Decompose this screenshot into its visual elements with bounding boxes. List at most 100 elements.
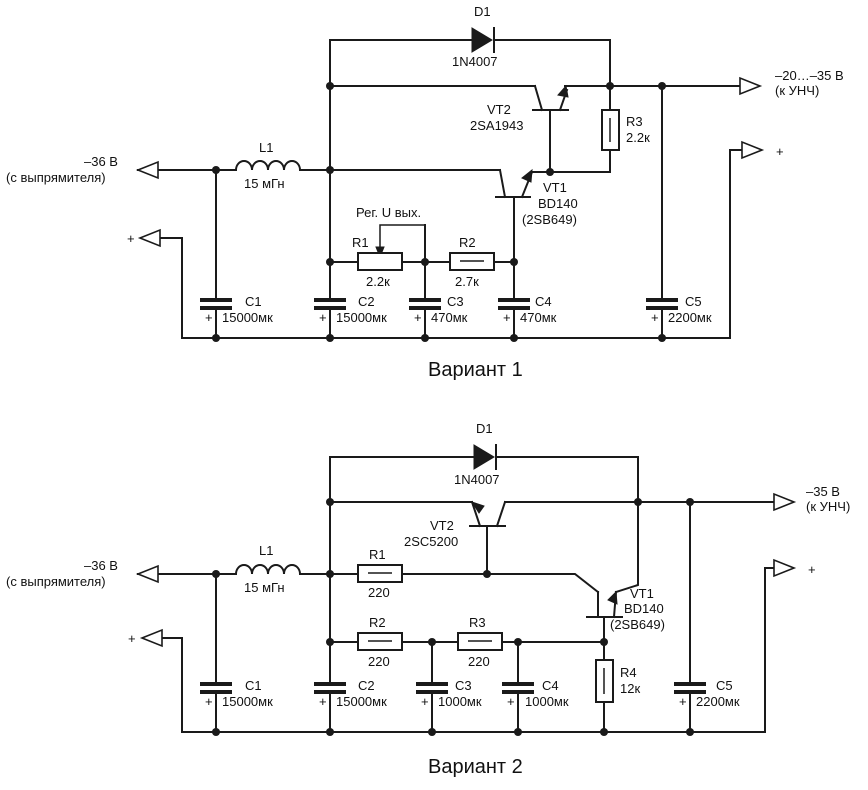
v1-c1-capacitor-icon	[200, 298, 232, 310]
v1-r3-ref: R3	[626, 114, 643, 129]
v2-c4-capacitor-icon	[502, 682, 534, 694]
v1-input-source: (с выпрямителя)	[6, 170, 106, 185]
v2-d1-diode-icon	[473, 444, 495, 470]
v1-c3-plus: +	[414, 310, 422, 325]
v1-d1-ref: D1	[474, 4, 491, 19]
v2-vt1-value: BD140	[624, 601, 664, 616]
v2-c5-plus: +	[679, 694, 687, 709]
v2-c1-value: 15000мк	[222, 694, 273, 709]
v1-c3-capacitor-icon	[409, 298, 441, 310]
v2-r1-value: 220	[368, 585, 390, 600]
v2-input-plus: +	[128, 631, 136, 646]
v1-c1-value: 15000мк	[222, 310, 273, 325]
v2-c1-plus: +	[205, 694, 213, 709]
v2-d1-ref: D1	[476, 421, 493, 436]
v1-wire-pot-wiper	[379, 224, 425, 254]
v1-c2-capacitor-icon	[314, 298, 346, 310]
v2-vt2-leads	[470, 500, 507, 528]
v2-r4-ref: R4	[620, 665, 637, 680]
v1-l1-ref: L1	[259, 140, 273, 155]
v2-vt2-ref: VT2	[430, 518, 454, 533]
v2-l1-ref: L1	[259, 543, 273, 558]
v2-c1-ref: C1	[245, 678, 262, 693]
v2-input-terminal-icon	[135, 564, 159, 584]
v2-c2-ref: C2	[358, 678, 375, 693]
v2-r3-value: 220	[468, 654, 490, 669]
v1-wire-r3	[531, 85, 611, 173]
v1-c2-value: 15000мк	[336, 310, 387, 325]
v2-output-voltage: –35 В	[806, 484, 840, 499]
v1-vt2-ref: VT2	[487, 102, 511, 117]
v1-r2-ref: R2	[459, 235, 476, 250]
v1-junction-dots	[212, 82, 666, 342]
v1-c5-capacitor-icon	[646, 298, 678, 310]
v2-input-voltage: –36 В	[84, 558, 118, 573]
v2-wire-top-loop	[329, 456, 639, 575]
v2-l1-value: 15 мГн	[244, 580, 285, 595]
v2-c4-value: 1000мк	[525, 694, 569, 709]
v1-output-plus: +	[776, 144, 784, 159]
v2-vt2-arrow	[470, 501, 485, 514]
v1-c5-ref: C5	[685, 294, 702, 309]
v1-r3-value: 2.2к	[626, 130, 650, 145]
v1-c5-plus: +	[651, 310, 659, 325]
v2-c2-capacitor-icon	[314, 682, 346, 694]
v1-r2-value: 2.7к	[455, 274, 479, 289]
v1-output-plus-terminal-icon	[741, 140, 765, 160]
v1-wire-top-loop	[329, 39, 611, 171]
v1-vt1-arrow	[521, 168, 533, 183]
v1-output-voltage: –20…–35 В	[775, 68, 844, 83]
v1-r1-resistor-icon	[357, 252, 403, 271]
v2-wire-vt1-emitter	[614, 501, 639, 594]
v2-c3-ref: C3	[455, 678, 472, 693]
v2-vt2-value: 2SC5200	[404, 534, 458, 549]
v2-caption: Вариант 2	[428, 756, 523, 778]
v2-c5-capacitor-icon	[674, 682, 706, 694]
v2-c4-plus: +	[507, 694, 515, 709]
v2-r2-value: 220	[368, 654, 390, 669]
v1-input-plus: +	[127, 231, 135, 246]
v1-r1-ref: R1	[352, 235, 369, 250]
v2-junction-dots	[212, 498, 694, 736]
v2-vt1-ref: VT1	[630, 586, 654, 601]
v2-c2-plus: +	[319, 694, 327, 709]
v2-c3-value: 1000мк	[438, 694, 482, 709]
v1-vt2-arrow	[557, 84, 569, 98]
v1-c4-value: 470мк	[520, 310, 557, 325]
v1-vt1-ref: VT1	[543, 180, 567, 195]
v2-d1-value: 1N4007	[454, 472, 500, 487]
v2-output-plus: +	[808, 562, 816, 577]
v1-vt1-alt: (2SB649)	[522, 212, 577, 227]
v1-input-plus-terminal-icon	[137, 228, 161, 248]
v2-c2-value: 15000мк	[336, 694, 387, 709]
v1-c2-ref: C2	[358, 294, 375, 309]
v2-c3-capacitor-icon	[416, 682, 448, 694]
v2-c3-plus: +	[421, 694, 429, 709]
v2-l1-inductor-icon	[234, 564, 302, 576]
variant-2-schematic: + + + + + D1 1N4007 –35 В (к УНЧ) + VT2 …	[6, 421, 850, 778]
v2-vt1-arrow	[607, 590, 618, 605]
v1-l1-value: 15 мГн	[244, 176, 285, 191]
v2-c4-ref: C4	[542, 678, 559, 693]
v1-c3-value: 470мк	[431, 310, 468, 325]
v2-output-dest: (к УНЧ)	[806, 499, 850, 514]
v1-c4-capacitor-icon	[498, 298, 530, 310]
v1-c4-ref: C4	[535, 294, 552, 309]
v2-input-source: (с выпрямителя)	[6, 574, 106, 589]
v2-wire-ground	[161, 567, 775, 733]
v1-c2-plus: +	[319, 310, 327, 325]
v1-c1-plus: +	[205, 310, 213, 325]
v1-c3-ref: C3	[447, 294, 464, 309]
v1-c4-plus: +	[503, 310, 511, 325]
v1-input-voltage: –36 В	[84, 154, 118, 169]
v1-d1-diode-icon	[471, 27, 493, 53]
v1-r1-value: 2.2к	[366, 274, 390, 289]
v1-reg-label: Рег. U вых.	[356, 205, 421, 220]
v2-c5-value: 2200мк	[696, 694, 740, 709]
variant-1-schematic: + + + + + D1 1N4007 –20…–35 В (к УНЧ) + …	[6, 4, 844, 381]
v2-r3-ref: R3	[469, 615, 486, 630]
v2-r2-ref: R2	[369, 615, 386, 630]
v1-d1-value: 1N4007	[452, 54, 498, 69]
